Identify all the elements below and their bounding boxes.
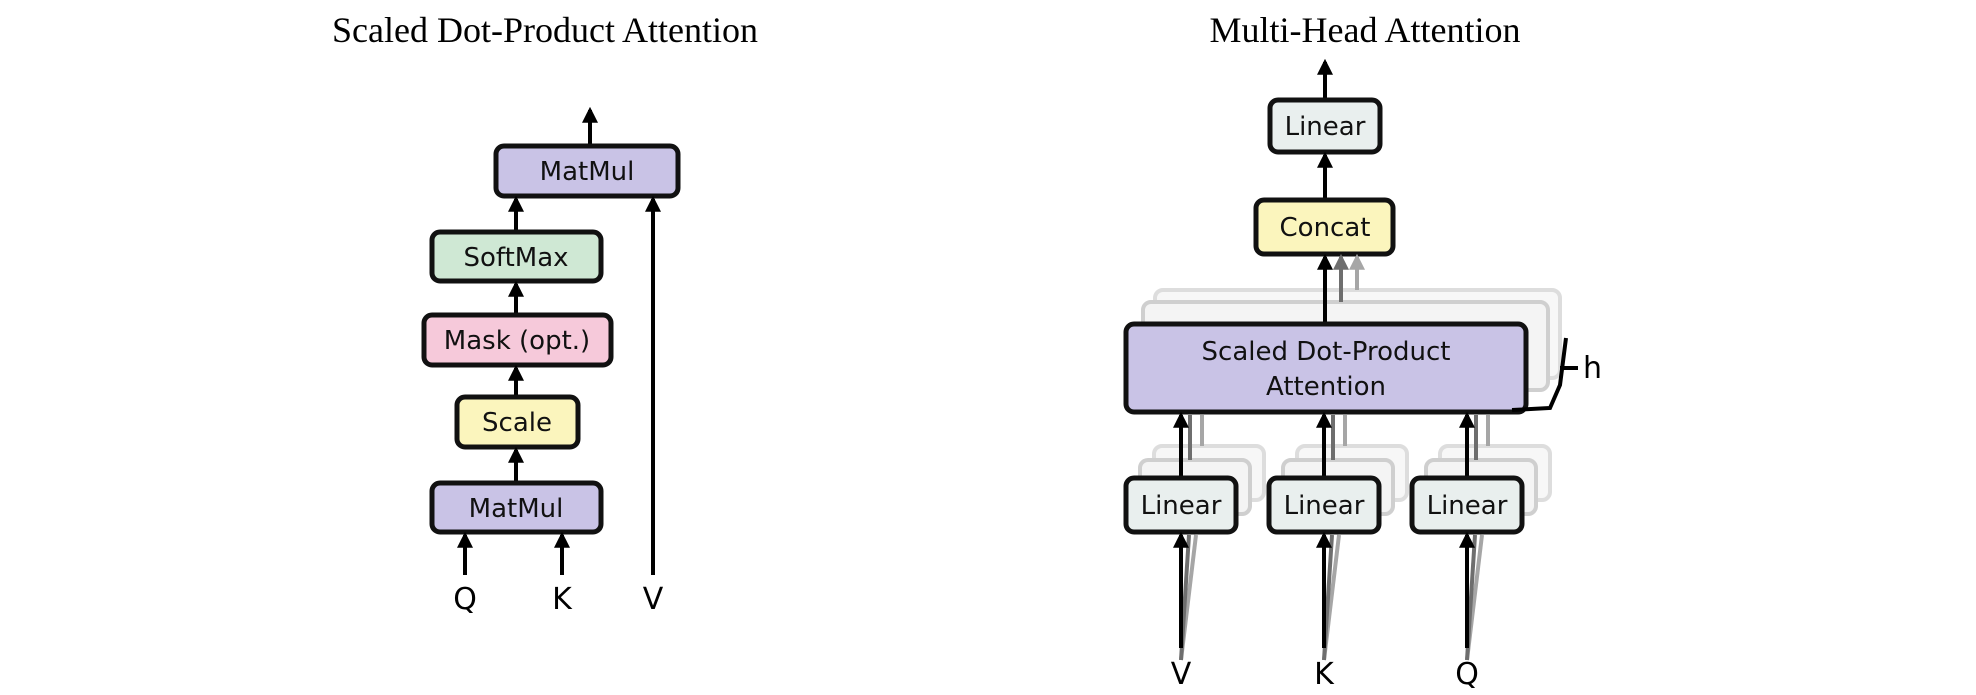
mh-h-bracket (1511, 337, 1568, 412)
scaled-dot-product-panel: Scaled Dot-Product Attention MatMul Soft… (332, 10, 758, 617)
mh-linear-v-label: Linear (1141, 491, 1222, 521)
matmul-top-box: MatMul (493, 143, 681, 199)
mh-linear-top-label: Linear (1285, 112, 1366, 142)
mask-box: Mask (opt.) (421, 312, 614, 368)
mh-linear-k-group: Linear (1266, 411, 1409, 535)
mh-linear-top-box: Linear (1267, 97, 1383, 155)
mh-linear-k-label: Linear (1284, 491, 1365, 521)
multi-head-title: Multi-Head Attention (1210, 10, 1521, 50)
scale-label: Scale (482, 408, 552, 438)
softmax-label: SoftMax (463, 243, 568, 273)
mh-concat-box: Concat (1253, 197, 1396, 257)
matmul-bottom-label: MatMul (469, 494, 564, 524)
scaled-dot-product-title: Scaled Dot-Product Attention (332, 10, 758, 50)
mh-linear-q-group: Linear (1409, 411, 1552, 535)
mh-input-q-label: Q (1455, 657, 1479, 692)
mh-linear-q-label: Linear (1427, 491, 1508, 521)
matmul-top-label: MatMul (540, 157, 635, 187)
mh-attention-label-line1: Scaled Dot-Product (1202, 337, 1451, 367)
matmul-top-rect (493, 143, 681, 199)
mh-attention-label-line2: Attention (1266, 372, 1386, 402)
input-v-label: V (643, 582, 664, 617)
matmul-bottom-rect (429, 480, 604, 535)
input-q-label: Q (453, 582, 477, 617)
mh-input-v-label: V (1171, 657, 1192, 692)
mh-linear-v-group: Linear (1123, 411, 1266, 535)
scale-box: Scale (454, 394, 581, 450)
mh-attention-box: Scaled Dot-Product Attention (1123, 321, 1529, 415)
multi-head-panel: Multi-Head Attention Linear Concat Scale… (1123, 10, 1602, 692)
matmul-bottom-box: MatMul (429, 480, 604, 535)
mh-concat-label: Concat (1280, 213, 1371, 243)
mh-h-label: h (1583, 351, 1602, 386)
input-k-label: K (552, 582, 573, 617)
mh-input-k-label: K (1314, 657, 1335, 692)
softmax-box: SoftMax (429, 229, 604, 284)
mask-label: Mask (opt.) (444, 326, 590, 356)
